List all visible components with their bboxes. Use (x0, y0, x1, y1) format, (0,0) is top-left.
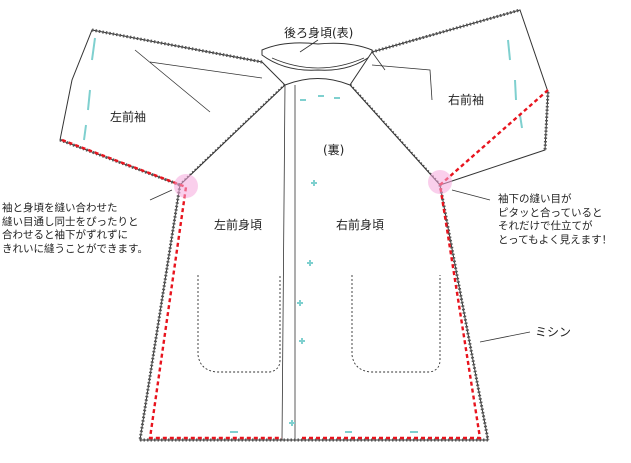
left-note-leader (149, 189, 173, 201)
left-note-line: きれいに縫うことができます。 (2, 242, 148, 255)
front-body-outline (139, 78, 489, 441)
right-note-line: とってもよく見えます！ (498, 233, 613, 246)
right-note-line: それだけで仕立てが (498, 220, 593, 232)
back-body-label: 後ろ身頃(表) (284, 26, 354, 40)
front-center-line (281, 84, 296, 441)
right-sleeve-label: 右前袖 (448, 93, 485, 107)
teal-stitches (83, 37, 523, 433)
right-note-line: 袖下の縫い目が (498, 193, 572, 205)
sewing-machine-leader (479, 331, 531, 343)
sewing-machine-label: ミシン (535, 325, 572, 339)
left-note-line: 合わせると袖下がずれずに (2, 229, 128, 241)
side-overlock (138, 184, 490, 441)
left-note-line: 縫い目通し同士をぴったりと (2, 215, 139, 228)
left-sleeve-fold (134, 49, 263, 113)
left-underarm-marker (174, 174, 198, 198)
left-front-body-label: 左前身頃 (214, 218, 263, 232)
red-seams (61, 89, 549, 440)
left-pocket (197, 275, 281, 373)
left-note-line: 袖と身頃を縫い合わせた (2, 202, 118, 214)
left-sleeve-label: 左前袖 (110, 110, 147, 124)
right-underarm-marker (428, 170, 452, 194)
right-note: 袖下の縫い目が ピタッと合っていると それだけで仕立てが とってもよく見えます！ (498, 193, 612, 247)
back-body-yoke (261, 42, 373, 71)
right-pocket (351, 275, 441, 373)
left-note: 袖と身頃を縫い合わせた 縫い目通し同士をぴったりと 合わせると袖下がずれずに き… (2, 202, 148, 256)
right-note-line: ピタッと合っていると (498, 206, 603, 219)
neckline-inner (271, 57, 365, 69)
back-body-leader (299, 39, 319, 53)
right-sleeve-fold (371, 51, 433, 101)
right-note-leader (451, 189, 491, 201)
right-front-body-label: 右前身頃 (336, 218, 385, 232)
left-sleeve-overlock (59, 28, 287, 187)
reverse-label: (裏) (323, 143, 345, 157)
